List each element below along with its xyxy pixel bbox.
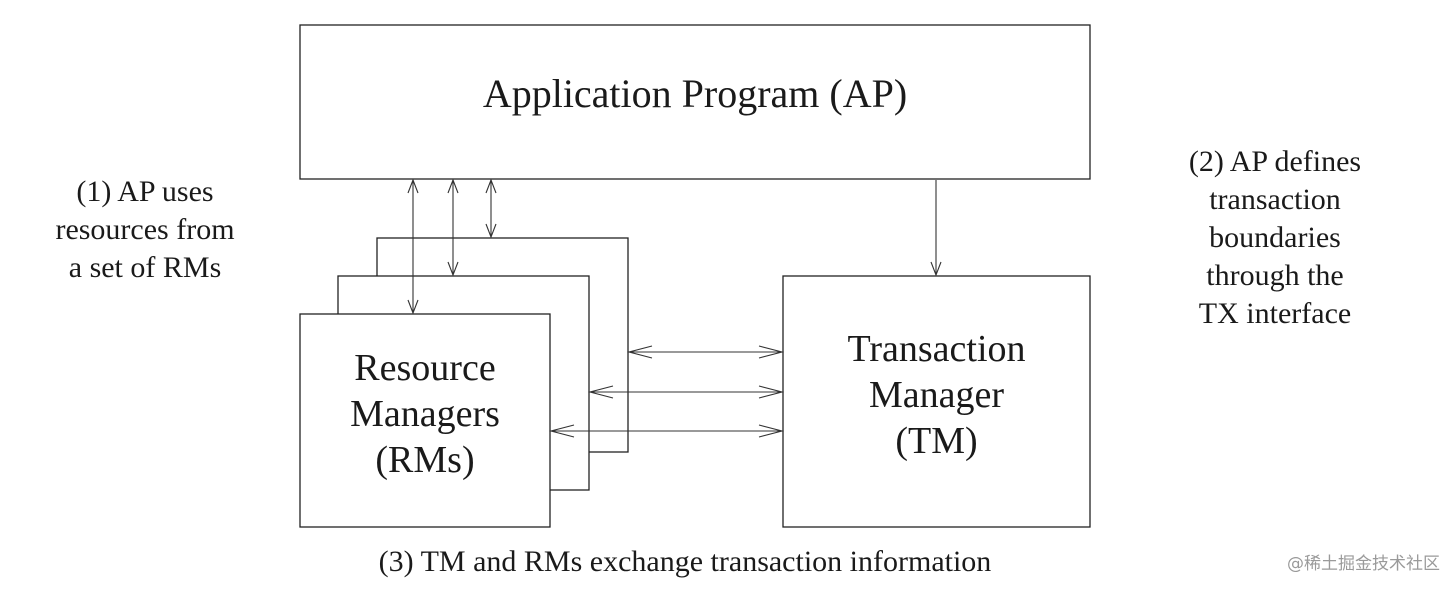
tm-rm-arrow-back [626, 345, 785, 359]
rm-box-front [299, 313, 551, 528]
rm-label: Resource Managers (RMs) [350, 347, 500, 481]
watermark: @稀土掘金技术社区 [1287, 554, 1440, 574]
ap-rm-arrow-back [485, 178, 497, 239]
ap-rm-arrow-front [407, 178, 419, 315]
tm-box [782, 275, 1091, 528]
ap-box [299, 24, 1091, 180]
note-ap-defines-boundaries: (2) AP defines transaction boundaries th… [1188, 145, 1362, 330]
tm-rm-arrow-middle [587, 385, 785, 399]
ap-rm-arrow-middle [447, 178, 459, 277]
note-ap-uses-resources: (1) AP uses resources from a set of RMs [55, 175, 235, 284]
tm-rm-arrow-front [548, 424, 785, 438]
ap-label: Application Program (AP) [482, 71, 908, 116]
tm-label: Transaction Manager (TM) [847, 328, 1026, 462]
ap-tm-arrow [930, 180, 942, 277]
note-tm-rm-exchange: (3) TM and RMs exchange transaction info… [378, 545, 992, 578]
